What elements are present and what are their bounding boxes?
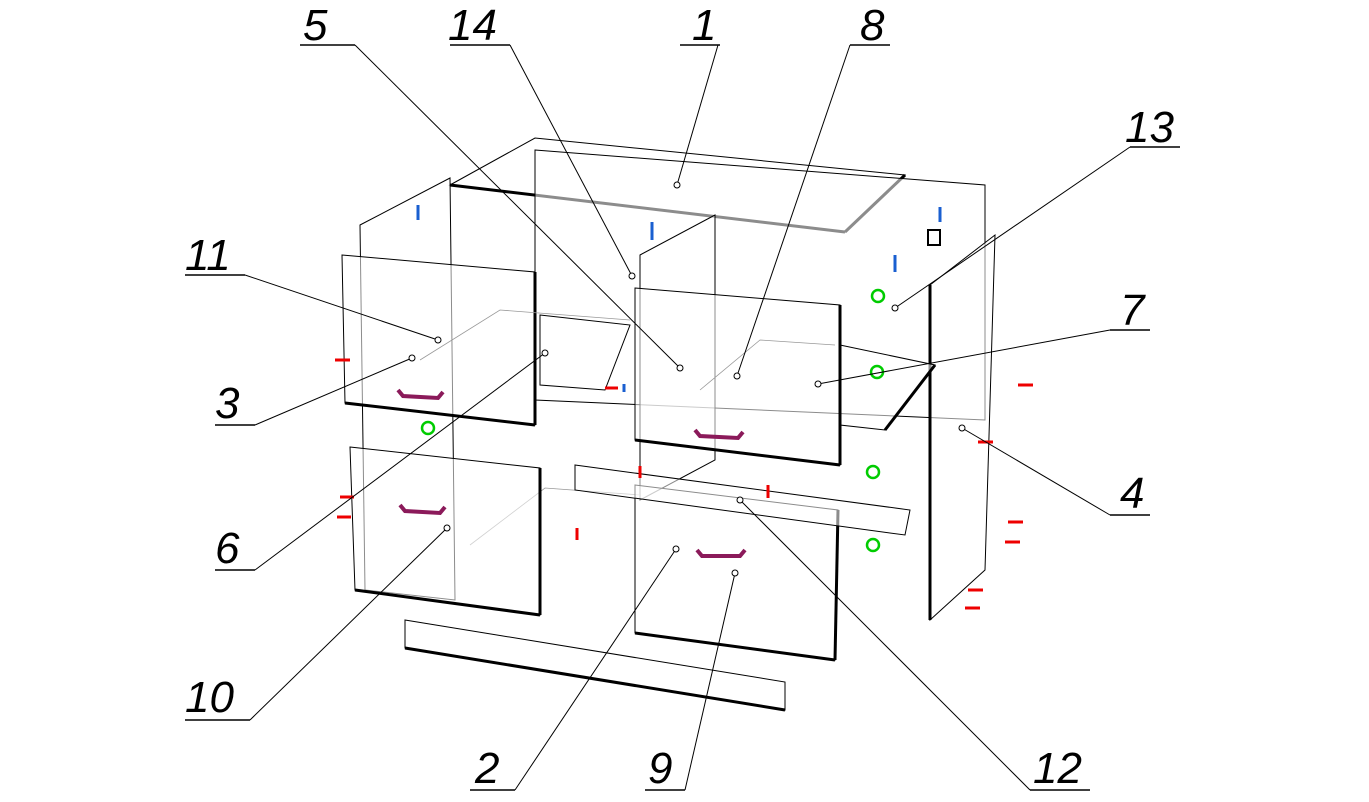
callout-labels: 5 14 1 8 13 11 7 3 4 6 10 2 9 12 (185, 1, 1174, 793)
callout-8: 8 (860, 1, 885, 50)
callout-1: 1 (692, 1, 716, 50)
leader-lines (185, 44, 1180, 791)
callout-4: 4 (1120, 469, 1144, 518)
shelf-left (539, 314, 631, 391)
drawer-front-lower-left (349, 446, 541, 616)
callout-12: 12 (1033, 744, 1082, 793)
callout-10: 10 (185, 673, 234, 722)
callout-6: 6 (215, 524, 240, 573)
callout-14: 14 (448, 1, 497, 50)
callout-2: 2 (474, 744, 499, 793)
callout-3: 3 (215, 379, 240, 428)
callout-11: 11 (185, 231, 231, 280)
callout-9: 9 (648, 744, 672, 793)
callout-5: 5 (303, 1, 328, 50)
cabinet-parts (335, 137, 1033, 712)
callout-7: 7 (1120, 286, 1146, 335)
callout-13: 13 (1125, 103, 1174, 152)
